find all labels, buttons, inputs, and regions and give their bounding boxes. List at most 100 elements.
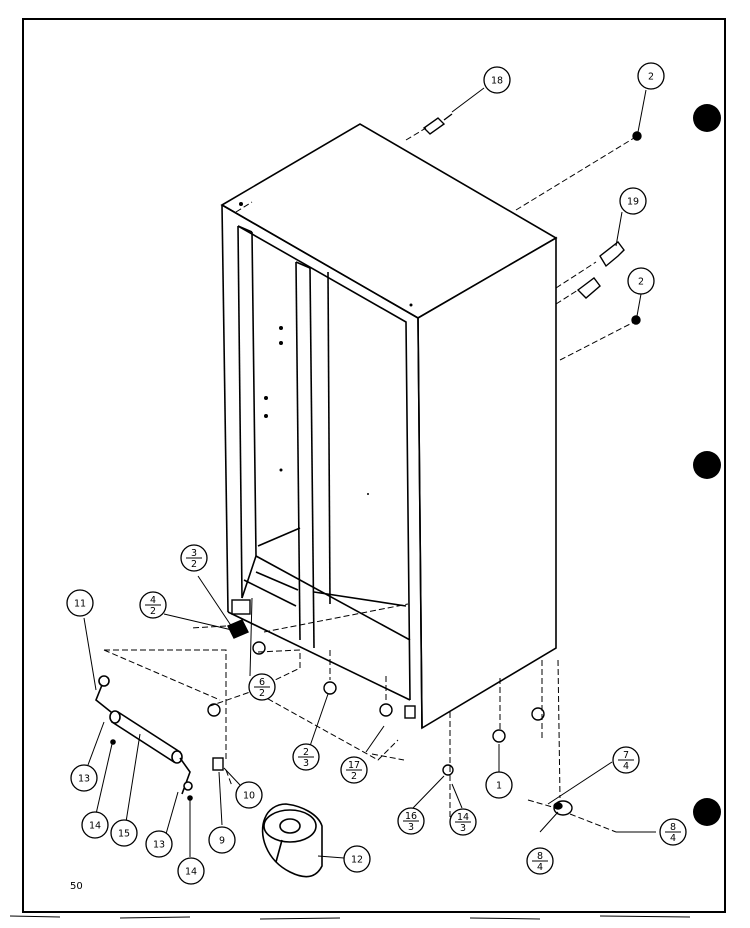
callout-number: 11	[74, 599, 86, 610]
callout-circle	[70, 764, 98, 792]
callout-c17-2: 172	[340, 756, 368, 784]
callout-number: 9	[219, 836, 225, 847]
callout-denominator: 4	[537, 862, 543, 873]
callout-circle	[177, 857, 205, 885]
callout-circle	[483, 66, 511, 94]
callout-denominator: 2	[191, 559, 197, 570]
callout-circle	[619, 187, 647, 215]
callout-c13a: 13	[70, 764, 98, 792]
callout-c2b: 2	[627, 267, 655, 295]
callout-number: 13	[78, 774, 90, 785]
callout-c14a: 14	[81, 811, 109, 839]
callout-number: 14	[89, 821, 101, 832]
binder-hole	[693, 451, 721, 479]
part-2-bolt	[632, 131, 642, 141]
callout-denominator: 3	[460, 823, 466, 834]
binder-hole	[693, 104, 721, 132]
callout-c10: 10	[235, 781, 263, 809]
callout-c12: 12	[343, 845, 371, 873]
callout-number: 1	[496, 781, 502, 792]
callout-circle	[208, 826, 236, 854]
callout-c13b: 13	[145, 830, 173, 858]
part-19-bracket	[576, 277, 601, 299]
small-parts	[207, 113, 642, 816]
callout-c19: 19	[619, 187, 647, 215]
callout-numerator: 7	[623, 750, 629, 761]
leader-lines	[83, 87, 656, 859]
callout-denominator: 2	[351, 771, 357, 782]
callout-numerator: 4	[150, 595, 156, 606]
callout-circle	[66, 589, 94, 617]
callout-number: 15	[118, 829, 130, 840]
cabinet-front-inner	[237, 225, 411, 701]
callout-numerator: 3	[191, 548, 197, 559]
callout-circle	[81, 811, 109, 839]
mullion	[295, 261, 301, 641]
callout-c16-3: 163	[397, 807, 425, 835]
callout-circle	[110, 819, 138, 847]
cabinet-front-outer	[221, 204, 423, 729]
callout-numerator: 16	[405, 811, 417, 822]
roller	[442, 764, 454, 776]
roller	[252, 641, 266, 655]
part-11-elbow	[98, 675, 110, 687]
cabinet	[220, 123, 558, 730]
assembly-lines	[103, 127, 635, 833]
callout-circle	[637, 62, 665, 90]
callout-c6-2: 62	[248, 673, 276, 701]
callout-c9: 9	[208, 826, 236, 854]
part-12-insulation-ring	[261, 803, 323, 878]
mounting-holes	[239, 202, 413, 495]
callout-denominator: 2	[150, 606, 156, 617]
callout-c8-4b: 84	[526, 847, 554, 875]
callout-numerator: 2	[303, 747, 309, 758]
page-number: 50	[70, 881, 83, 892]
callout-number: 18	[491, 76, 503, 87]
callout-circle	[485, 771, 513, 799]
callout-circle	[627, 267, 655, 295]
callout-c11: 11	[66, 589, 94, 617]
callout-denominator: 4	[670, 833, 676, 844]
callout-number: 14	[185, 867, 197, 878]
callout-number: 10	[243, 791, 255, 802]
callout-number: 2	[648, 72, 654, 83]
part-19-bracket	[599, 241, 625, 268]
callout-number: 2	[638, 277, 644, 288]
callout-number: 19	[627, 197, 639, 208]
roller	[531, 707, 545, 721]
scan-artifacts	[9, 915, 691, 920]
callout-c2a: 2	[637, 62, 665, 90]
callout-c2-3: 23	[292, 743, 320, 771]
callout-c4-2: 42	[139, 591, 167, 619]
callout-c7-4: 74	[612, 746, 640, 774]
cabinet-side	[417, 236, 557, 730]
callout-numerator: 6	[259, 677, 265, 688]
callout-denominator: 4	[623, 761, 629, 772]
part-9-clip	[212, 757, 224, 771]
callout-numerator: 14	[457, 812, 469, 823]
callout-circle	[145, 830, 173, 858]
callout-number: 13	[153, 840, 165, 851]
callout-c8-4a: 84	[659, 818, 687, 846]
callout-c15: 15	[110, 819, 138, 847]
callout-numerator: 17	[348, 760, 360, 771]
part-18-plug	[422, 117, 446, 135]
binder-hole	[693, 798, 721, 826]
callout-numerator: 8	[670, 822, 676, 833]
callout-denominator: 2	[259, 688, 265, 699]
callout-c14-3: 143	[449, 808, 477, 836]
drain-tube-assembly	[95, 675, 193, 801]
part-15-tube	[110, 710, 182, 764]
callout-c18: 18	[483, 66, 511, 94]
callout-circle	[343, 845, 371, 873]
roller	[492, 729, 506, 743]
callout-c1: 1	[485, 771, 513, 799]
callout-denominator: 3	[408, 822, 414, 833]
callout-numerator: 8	[537, 851, 543, 862]
callout-c14b: 14	[177, 857, 205, 885]
callout-circle	[235, 781, 263, 809]
callout-number: 12	[351, 855, 363, 866]
